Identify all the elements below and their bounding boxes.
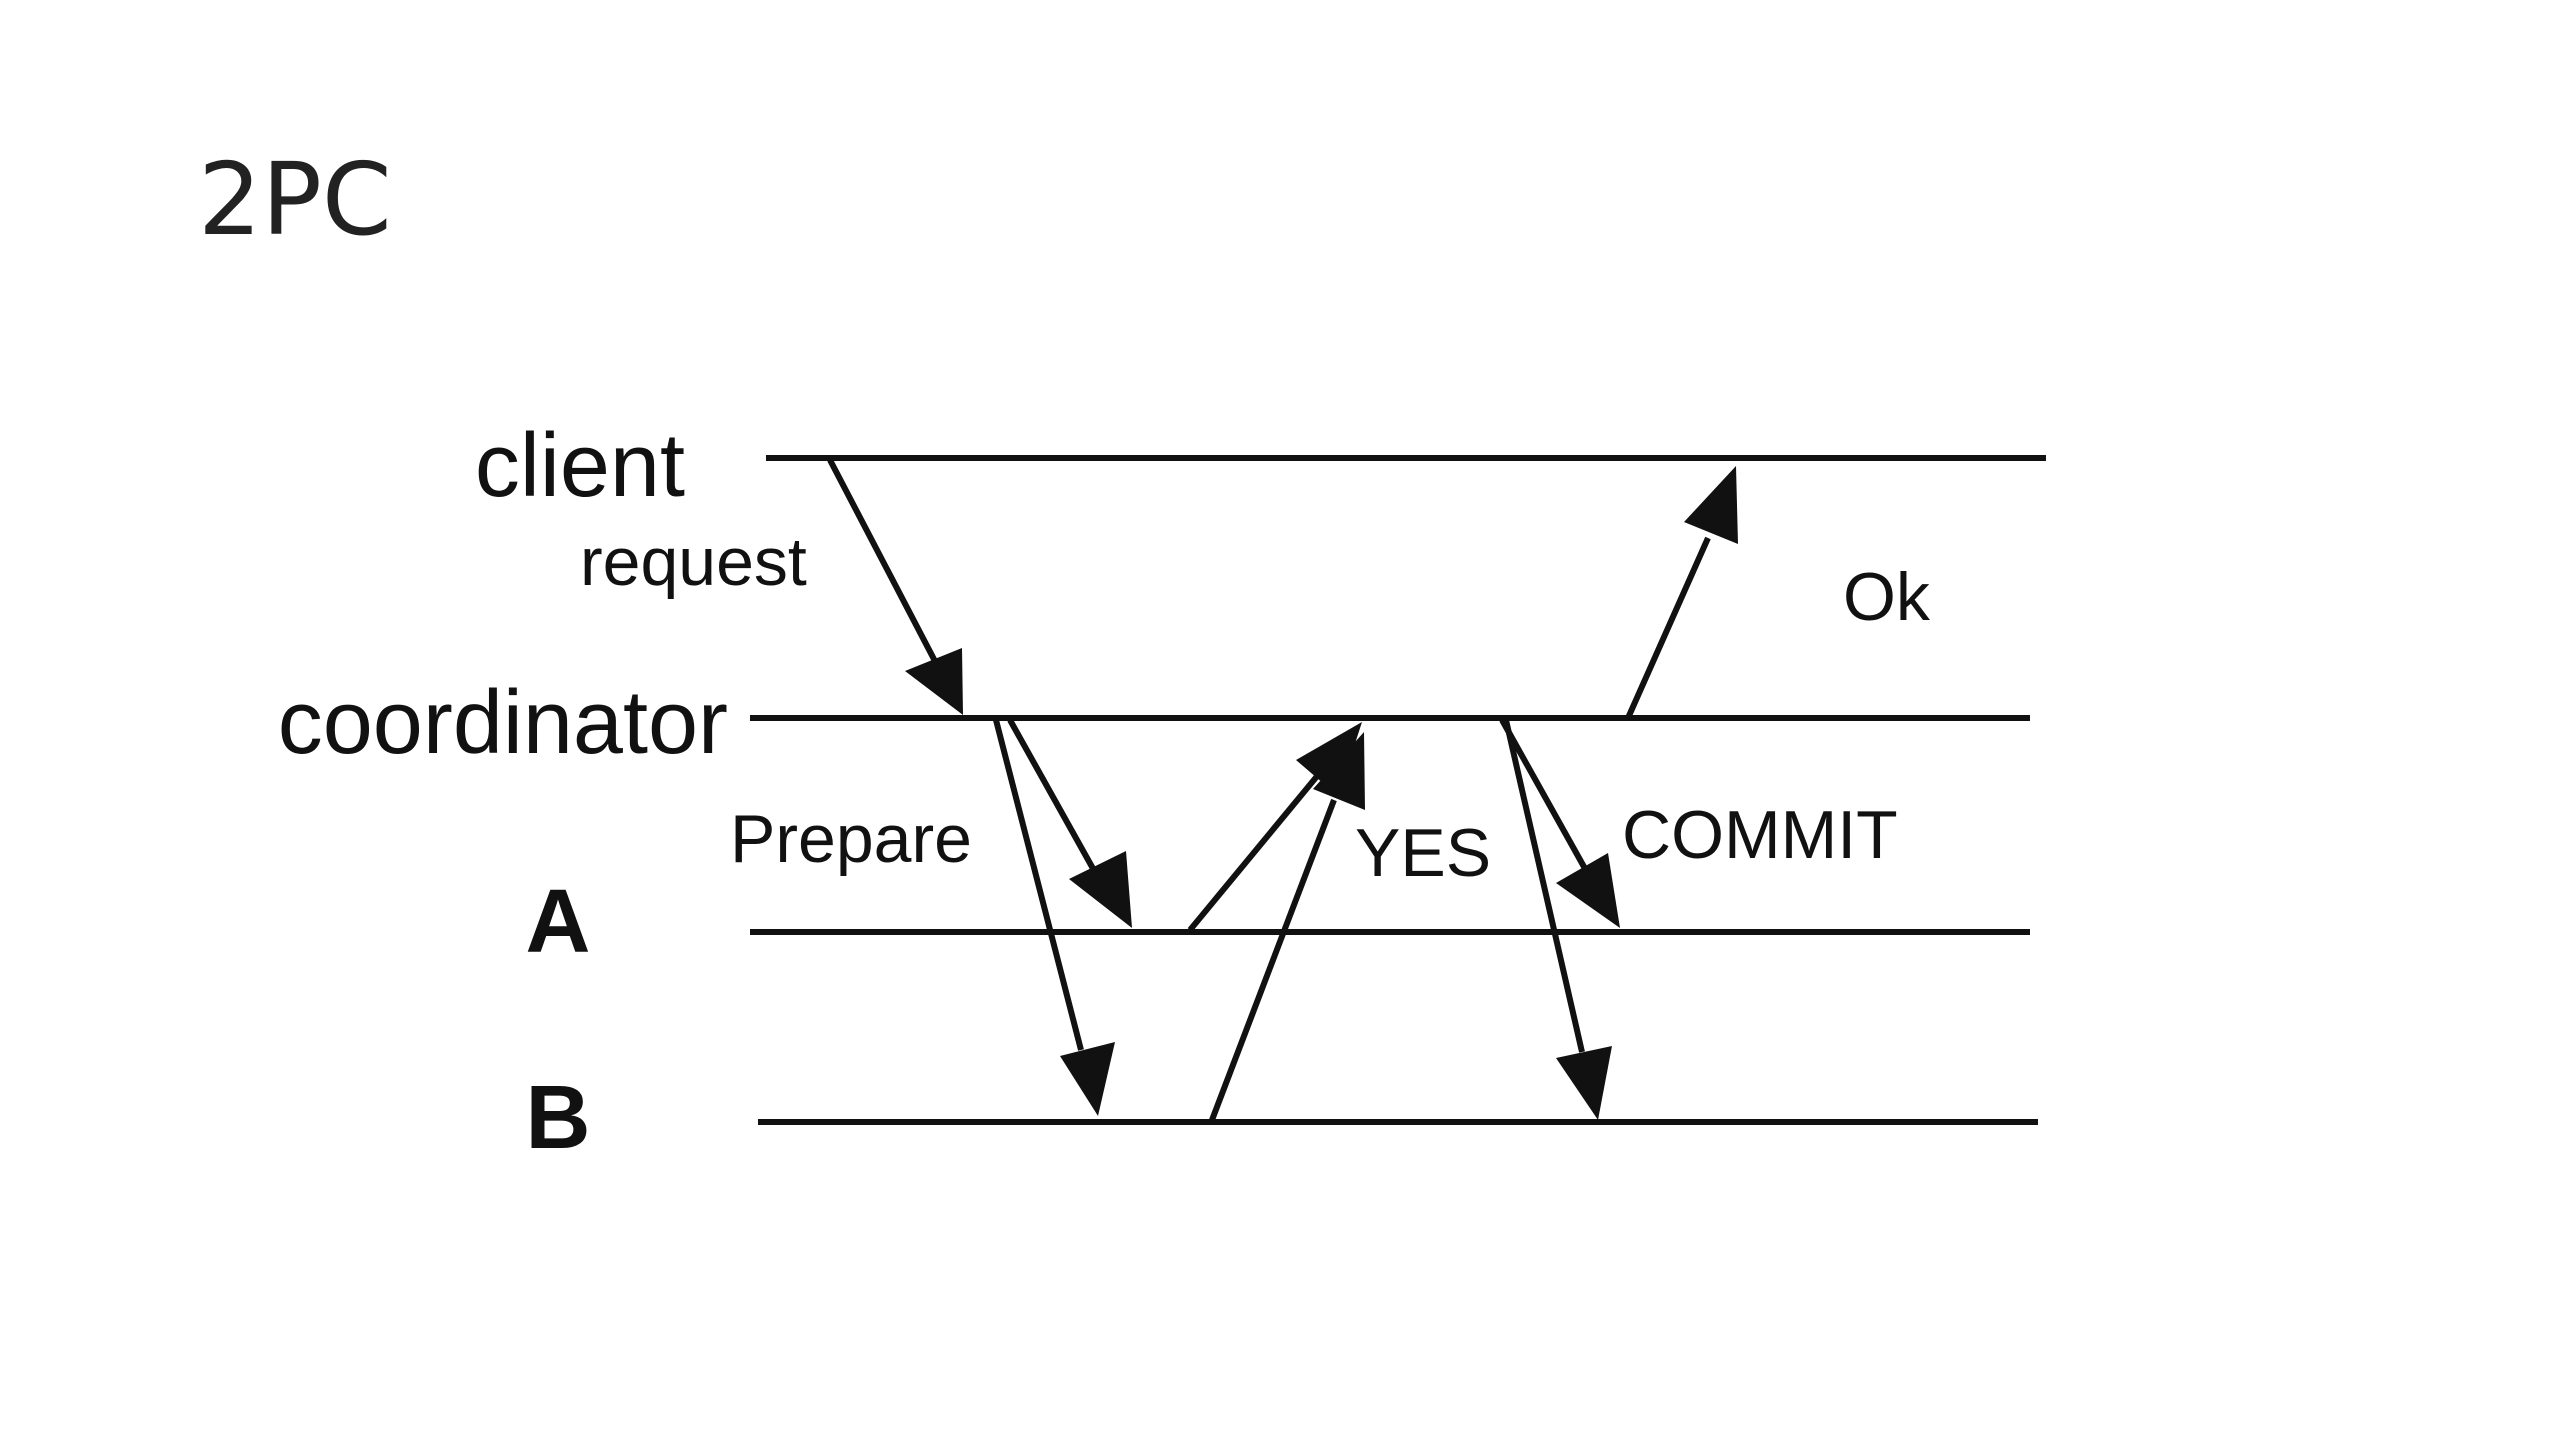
- message-label-commit: COMMIT: [1622, 797, 1898, 873]
- arrow-ok: [1625, 466, 1738, 720]
- message-label-request: request: [580, 524, 807, 600]
- lane-label-coordinator: coordinator: [278, 673, 728, 773]
- arrow-yes-b: [1209, 732, 1365, 1122]
- message-label-ok: Ok: [1843, 559, 1931, 635]
- lane-label-b: B: [526, 1068, 591, 1168]
- arrow-commit-a: [1499, 718, 1620, 928]
- slide-title: 2PC: [198, 141, 392, 258]
- lane-label-client: client: [475, 416, 685, 516]
- arrow-commit-b: [1503, 719, 1612, 1120]
- arrow-request: [827, 458, 963, 715]
- arrow-prepare-b: [993, 719, 1115, 1116]
- arrow-prepare-a: [1007, 718, 1132, 928]
- message-label-yes: YES: [1355, 815, 1491, 891]
- arrow-yes-a: [1187, 722, 1362, 932]
- lane-label-a: A: [526, 872, 591, 972]
- message-label-prepare: Prepare: [730, 801, 972, 877]
